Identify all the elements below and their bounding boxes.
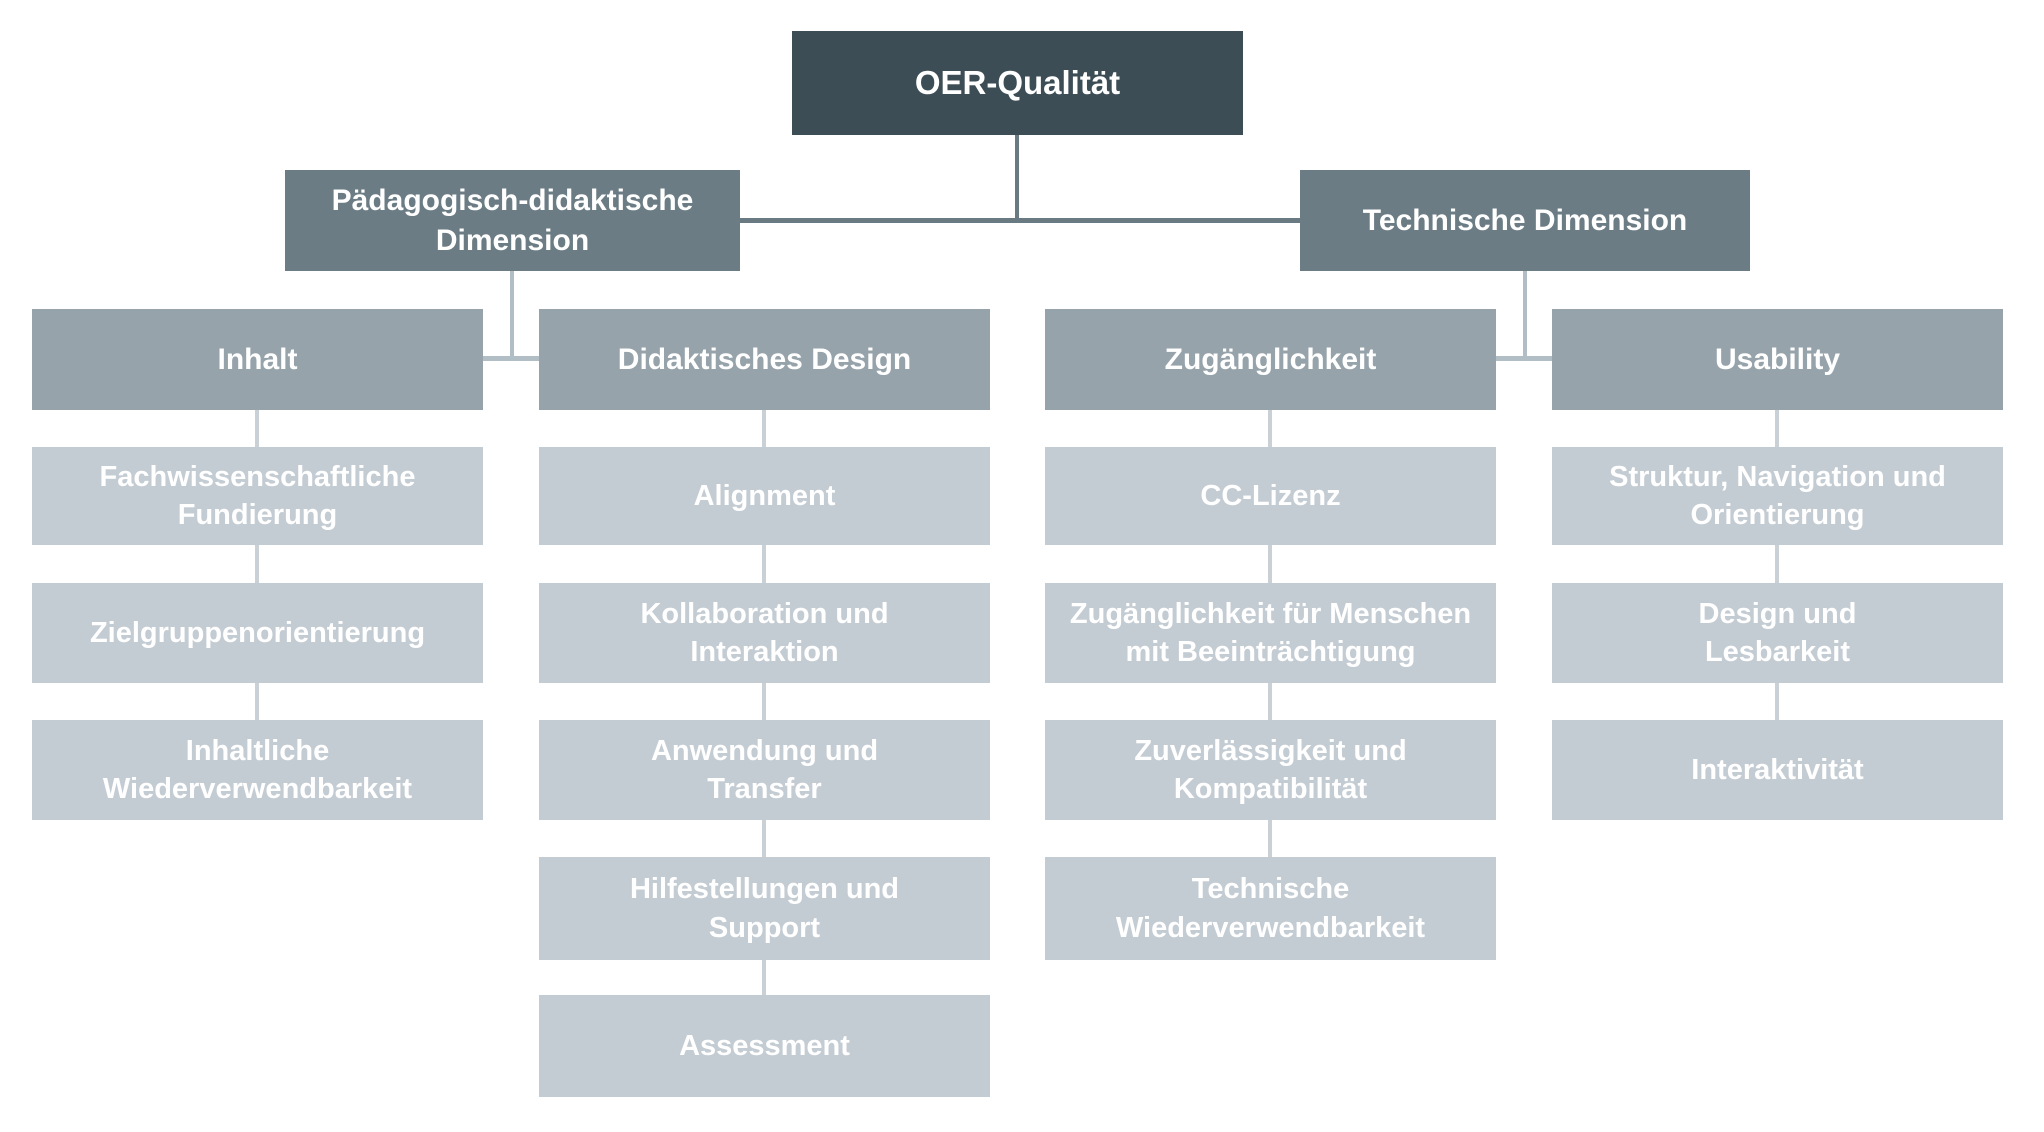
- connector-col4-stub-2: [1775, 545, 1779, 583]
- node-item-inhaltliche-wiederverwendbarkeit-label: Inhaltliche Wiederverwendbarkeit: [102, 734, 413, 805]
- node-item-hilfestellungen-und-support: Hilfestellungen und Support: [539, 857, 990, 960]
- connector-col4-stub-3: [1775, 683, 1779, 720]
- connector-col2-stub-3: [762, 683, 766, 720]
- node-category-usability-label: Usability: [1714, 342, 1841, 376]
- node-item-inhaltliche-wiederverwendbarkeit: Inhaltliche Wiederverwendbarkeit: [32, 720, 483, 820]
- connector-col3-stub-4: [1268, 820, 1272, 857]
- node-item-zielgruppenorientierung: Zielgruppenorientierung: [32, 583, 483, 683]
- node-item-fachwissenschaftliche-fundierung-label: Fachwissenschaftliche Fundierung: [99, 460, 416, 531]
- node-oer-qualitaet: OER-Qualität: [792, 31, 1243, 135]
- node-item-struktur-navigation-orientierung-label: Struktur, Navigation und Orientierung: [1609, 460, 1946, 531]
- node-oer-qualitaet-label: OER-Qualität: [914, 64, 1121, 102]
- node-category-zugaenglichkeit-label: Zugänglichkeit: [1164, 342, 1377, 376]
- node-item-cc-lizenz-label: CC-Lizenz: [1200, 479, 1341, 512]
- connector-root-stem: [1015, 134, 1019, 221]
- connector-col1-stub-3: [255, 683, 259, 720]
- node-item-zuverlaessigkeit-und-kompatibilitaet-label: Zuverlässigkeit und Kompatibilität: [1134, 734, 1407, 805]
- node-category-zugaenglichkeit: Zugänglichkeit: [1045, 309, 1496, 410]
- node-category-usability: Usability: [1552, 309, 2003, 410]
- node-category-inhalt-label: Inhalt: [217, 342, 298, 376]
- node-item-interaktivitaet-label: Interaktivität: [1691, 753, 1864, 786]
- node-item-assessment-label: Assessment: [679, 1029, 850, 1062]
- node-dimension-technisch: Technische Dimension: [1300, 170, 1750, 271]
- node-item-hilfestellungen-und-support-label: Hilfestellungen und Support: [629, 873, 900, 944]
- node-item-design-und-lesbarkeit-label: Design und Lesbarkeit: [1698, 597, 1857, 668]
- node-item-fachwissenschaftliche-fundierung: Fachwissenschaftliche Fundierung: [32, 447, 483, 545]
- node-category-inhalt: Inhalt: [32, 309, 483, 410]
- connector-col3-stub-3: [1268, 683, 1272, 720]
- node-item-zuverlaessigkeit-und-kompatibilitaet: Zuverlässigkeit und Kompatibilität: [1045, 720, 1496, 820]
- node-dimension-technisch-label: Technische Dimension: [1362, 203, 1688, 237]
- node-item-interaktivitaet: Interaktivität: [1552, 720, 2003, 820]
- node-item-technische-wiederverwendbarkeit: Technische Wiederverwendbarkeit: [1045, 857, 1496, 960]
- connector-col3-stub-2: [1268, 545, 1272, 583]
- connector-col2-stub-4: [762, 820, 766, 857]
- node-item-cc-lizenz: CC-Lizenz: [1045, 447, 1496, 545]
- node-item-alignment: Alignment: [539, 447, 990, 545]
- node-item-alignment-label: Alignment: [693, 479, 836, 512]
- node-item-kollaboration-und-interaktion: Kollaboration und Interaktion: [539, 583, 990, 683]
- connector-paedagogisch-stem: [510, 270, 514, 358]
- connector-col1-stub-2: [255, 545, 259, 583]
- node-dimension-paedagogisch-didaktisch: Pädagogisch-didaktische Dimension: [285, 170, 740, 271]
- connector-col3-stub-1: [1268, 410, 1272, 447]
- connector-paedagogisch-crossbar: [483, 356, 539, 361]
- node-item-assessment: Assessment: [539, 995, 990, 1097]
- node-item-design-und-lesbarkeit: Design und Lesbarkeit: [1552, 583, 2003, 683]
- connector-col4-stub-1: [1775, 410, 1779, 447]
- connector-col2-stub-1: [762, 410, 766, 447]
- connector-root-crossbar: [740, 218, 1300, 223]
- connector-technisch-crossbar: [1496, 356, 1552, 361]
- connector-technisch-stem: [1523, 270, 1527, 358]
- node-dimension-paedagogisch-didaktisch-label: Pädagogisch-didaktische Dimension: [331, 183, 694, 257]
- node-item-technische-wiederverwendbarkeit-label: Technische Wiederverwendbarkeit: [1115, 873, 1426, 944]
- node-item-zielgruppenorientierung-label: Zielgruppenorientierung: [89, 616, 426, 649]
- node-item-anwendung-und-transfer: Anwendung und Transfer: [539, 720, 990, 820]
- node-category-didaktisches-design: Didaktisches Design: [539, 309, 990, 410]
- node-item-struktur-navigation-orientierung: Struktur, Navigation und Orientierung: [1552, 447, 2003, 545]
- connector-col2-stub-2: [762, 545, 766, 583]
- node-category-didaktisches-design-label: Didaktisches Design: [617, 342, 912, 376]
- node-item-zugaenglichkeit-fuer-menschen: Zugänglichkeit für Menschen mit Beeinträ…: [1045, 583, 1496, 683]
- node-item-zugaenglichkeit-fuer-menschen-label: Zugänglichkeit für Menschen mit Beeinträ…: [1069, 597, 1472, 668]
- node-item-anwendung-und-transfer-label: Anwendung und Transfer: [650, 734, 879, 805]
- node-item-kollaboration-und-interaktion-label: Kollaboration und Interaktion: [640, 597, 889, 668]
- connector-col1-stub-1: [255, 410, 259, 447]
- connector-col2-stub-5: [762, 960, 766, 995]
